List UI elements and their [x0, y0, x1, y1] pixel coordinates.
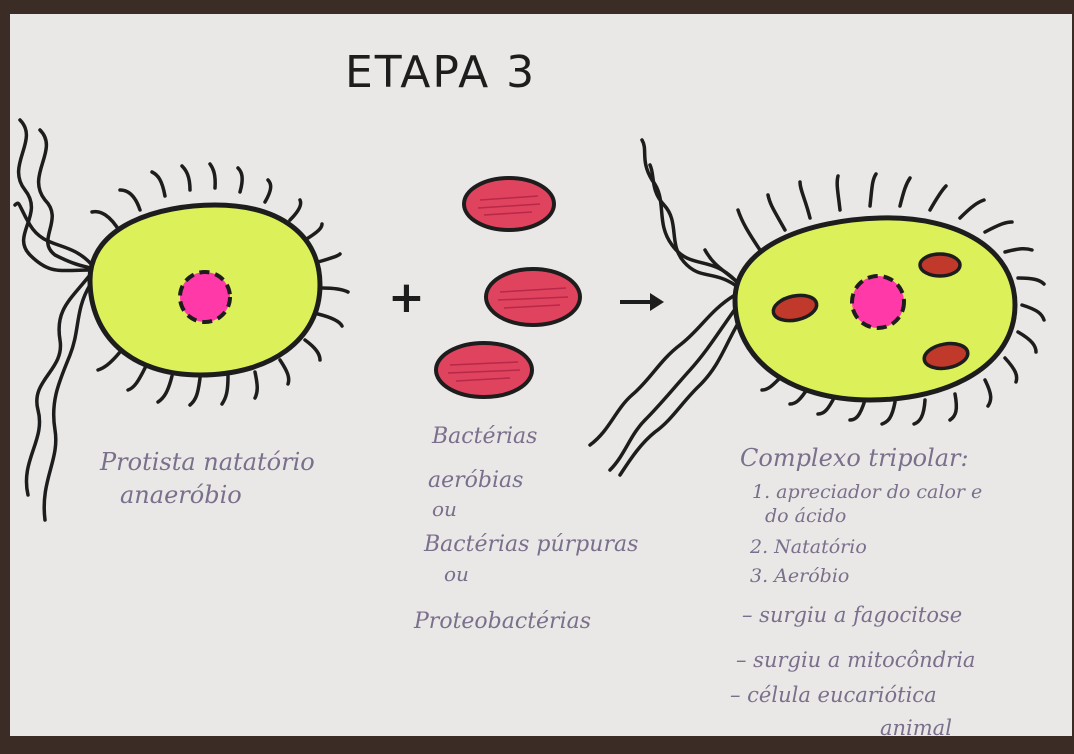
- mitochondrion: [918, 252, 962, 278]
- bacterium: [462, 176, 556, 232]
- caption-line: Bactérias: [431, 424, 537, 449]
- caption-note: animal: [880, 716, 952, 740]
- right-cell-nucleus: [850, 274, 906, 330]
- caption-heading: Complexo tripolar:: [740, 444, 969, 472]
- caption-line: anaeróbio: [120, 481, 242, 509]
- page-title: ETAPA 3: [345, 47, 536, 98]
- caption-line: Bactérias púrpuras: [423, 532, 638, 557]
- right-caption: Complexo tripolar: 1. apreciador do calo…: [730, 444, 982, 740]
- caption-note: – surgiu a fagocitose: [742, 603, 962, 627]
- caption-item: 3. Aeróbio: [750, 565, 849, 587]
- bacterium: [484, 267, 582, 327]
- bacterium: [434, 341, 534, 399]
- caption-item: 2. Natatório: [749, 536, 867, 558]
- left-caption: Protista natatório anaeróbio: [99, 448, 315, 509]
- left-cell: [13, 118, 350, 522]
- caption-item: do ácido: [765, 505, 846, 527]
- right-cell: [588, 138, 1046, 477]
- left-cell-nucleus: [178, 270, 232, 324]
- caption-line: aeróbias: [428, 468, 523, 493]
- caption-note: – surgiu a mitocôndria: [736, 648, 975, 672]
- caption-line: ou: [432, 497, 457, 521]
- left-cell-flagella: [13, 118, 94, 522]
- mitochondrion: [922, 341, 970, 371]
- bacteria-group: [434, 176, 582, 399]
- caption-line: Protista natatório: [99, 448, 315, 476]
- caption-item: 1. apreciador do calor e: [752, 481, 982, 503]
- caption-note: – célula eucariótica: [730, 683, 937, 707]
- right-cell-flagella: [588, 138, 742, 477]
- caption-line: ou: [444, 562, 469, 586]
- caption-line: Proteobactérias: [413, 609, 591, 634]
- bacteria-caption: Bactérias aeróbias ou Bactérias púrpuras…: [413, 424, 638, 634]
- plus-sign: +: [388, 272, 425, 323]
- bacteria-hatching: [447, 195, 569, 382]
- mitochondrion: [771, 293, 819, 323]
- arrow: [620, 293, 664, 311]
